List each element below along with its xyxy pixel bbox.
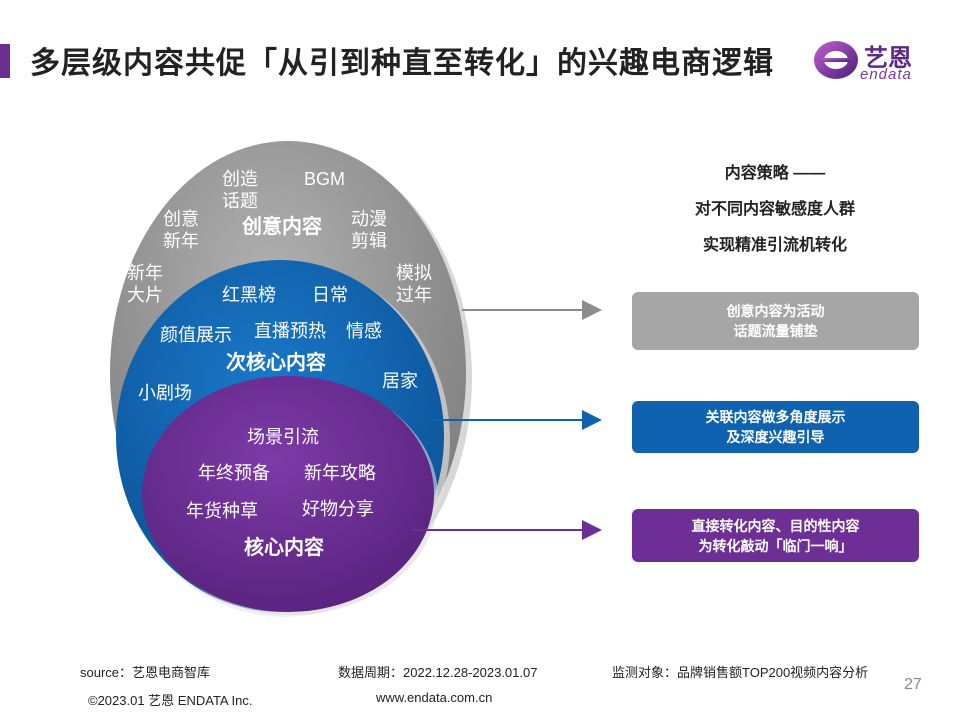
outer-item: 创造 话题 bbox=[222, 169, 258, 211]
middle-item: 日常 bbox=[312, 285, 348, 305]
outer-item: 新年 大片 bbox=[127, 263, 163, 305]
inner-ellipse bbox=[142, 376, 434, 612]
footer-period: 数据周期：2022.12.28-2023.01.07 bbox=[338, 665, 538, 680]
box-line: 直接转化内容、目的性内容 bbox=[691, 517, 860, 534]
box-line: 话题流量铺垫 bbox=[733, 323, 818, 339]
middle-ring-label: 次核心内容 bbox=[226, 352, 326, 374]
core-content-box: 直接转化内容、目的性内容 为转化敲动「临门一响」 bbox=[632, 509, 919, 562]
page-title: 多层级内容共促「从引到种直至转化」的兴趣电商逻辑 bbox=[30, 47, 774, 80]
logo-text-en: endata bbox=[860, 66, 912, 83]
box-line: 为转化敲动「临门一响」 bbox=[698, 537, 853, 554]
page-number: 27 bbox=[904, 676, 922, 693]
inner-ring-label: 核心内容 bbox=[244, 537, 324, 559]
middle-item: 小剧场 bbox=[138, 383, 192, 403]
middle-item: 红黑榜 bbox=[222, 285, 276, 305]
inner-item: 年终预备 bbox=[198, 463, 270, 483]
title-accent-bar bbox=[0, 44, 10, 78]
creative-content-box: 创意内容为活动 话题流量铺垫 bbox=[632, 292, 919, 350]
logo-text-cn: 艺恩 bbox=[864, 45, 912, 72]
inner-item: 场景引流 bbox=[247, 427, 319, 447]
outer-item: 模拟 过年 bbox=[396, 263, 432, 305]
middle-item: 直播预热 bbox=[254, 321, 326, 341]
secondary-content-box: 关联内容做多角度展示 及深度兴趣引导 bbox=[632, 401, 919, 453]
middle-item: 情感 bbox=[346, 321, 382, 341]
outer-item: 创意 新年 bbox=[163, 209, 199, 251]
outer-item: 动漫 剪辑 bbox=[351, 209, 387, 251]
footer-website[interactable]: www.endata.com.cn bbox=[376, 690, 493, 705]
box-line: 及深度兴趣引导 bbox=[726, 429, 825, 445]
strategy-line: 实现精准引流机转化 bbox=[702, 237, 847, 254]
strategy-line: 对不同内容敏感度人群 bbox=[694, 201, 855, 218]
strategy-text: 内容策略 —— 对不同内容敏感度人群 实现精准引流机转化 bbox=[640, 156, 910, 264]
outer-item: BGM bbox=[304, 169, 346, 189]
outer-ring-label: 创意内容 bbox=[242, 216, 322, 238]
endata-logo-icon bbox=[814, 41, 858, 79]
inner-item: 新年攻略 bbox=[304, 463, 376, 483]
strategy-line: 内容策略 —— bbox=[724, 165, 826, 182]
middle-item: 颜值展示 bbox=[160, 325, 232, 345]
inner-item: 年货种草 bbox=[186, 501, 258, 521]
box-line: 创意内容为活动 bbox=[726, 303, 825, 319]
footer-target: 监测对象：品牌销售额TOP200视频内容分析 bbox=[612, 665, 869, 680]
endata-logo: 艺恩 endata bbox=[812, 36, 932, 86]
inner-item: 好物分享 bbox=[302, 499, 374, 519]
footer-copyright: ©2023.01 艺恩 ENDATA Inc. bbox=[88, 693, 253, 708]
middle-item: 居家 bbox=[382, 371, 418, 391]
footer-source: source：艺恩电商智库 bbox=[80, 665, 211, 680]
box-line: 关联内容做多角度展示 bbox=[705, 409, 846, 425]
